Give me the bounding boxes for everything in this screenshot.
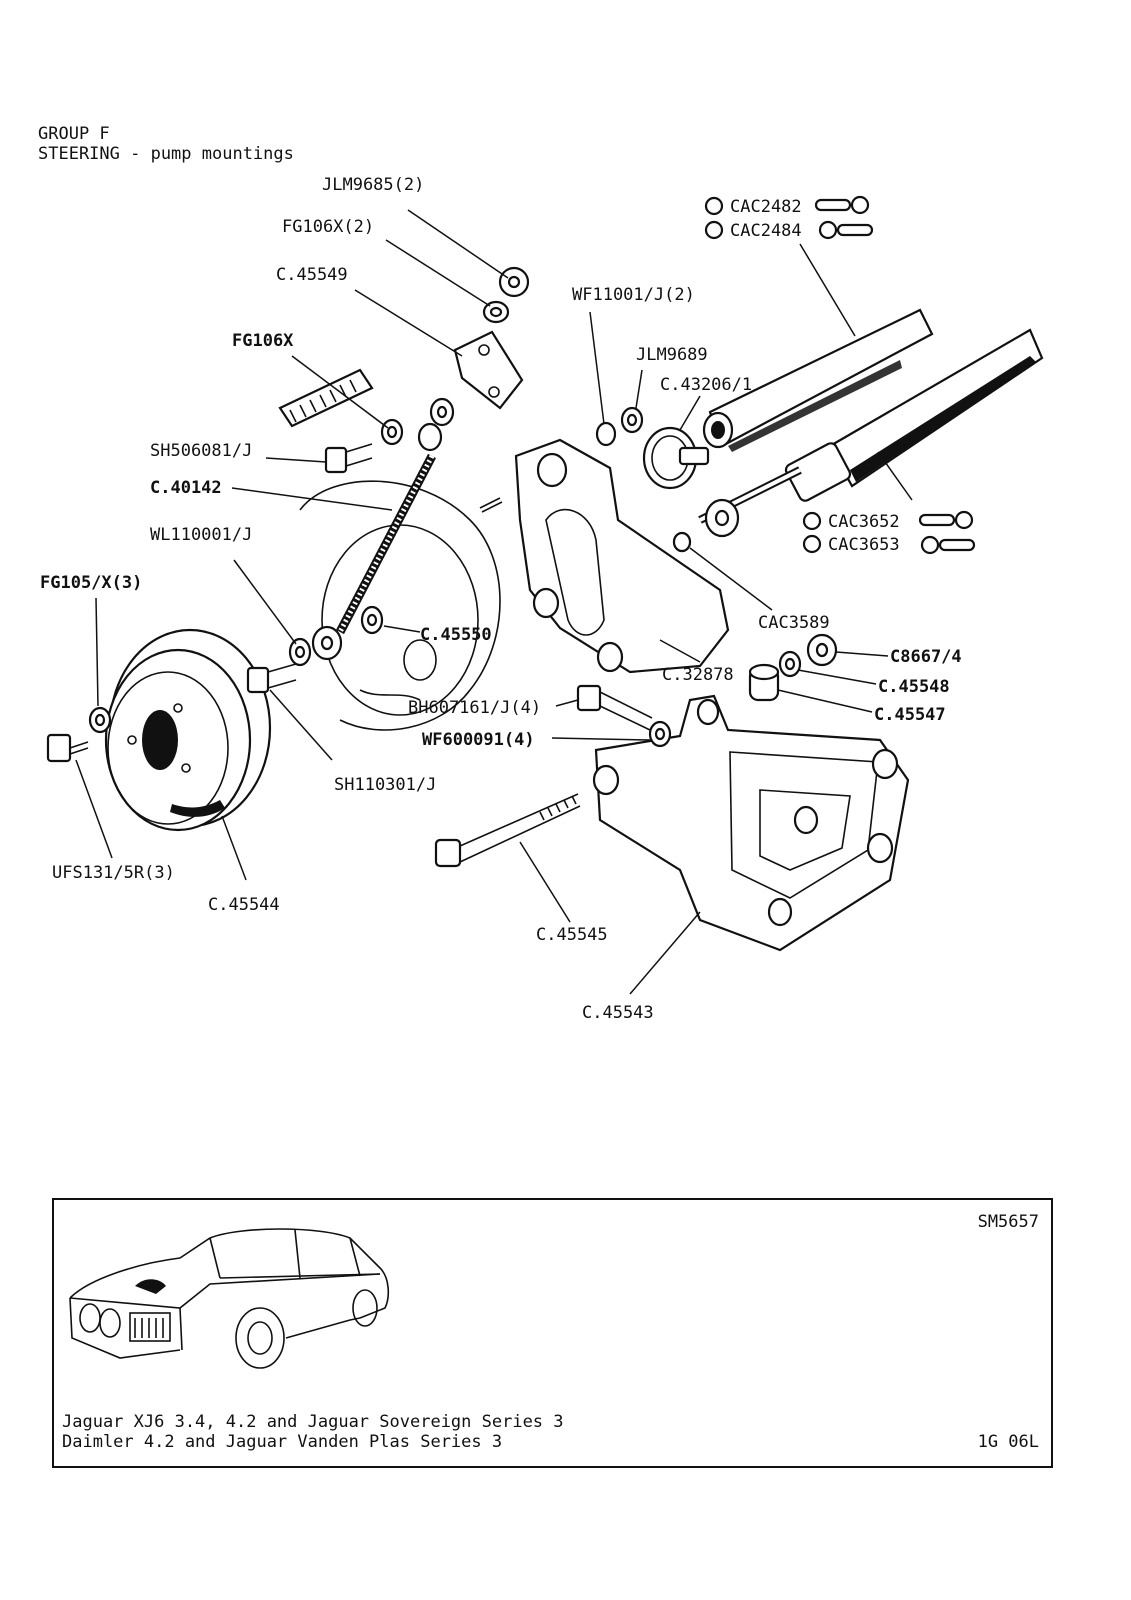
spacer-washer: [778, 650, 802, 678]
label-c40142: C.40142: [150, 478, 222, 498]
label-fg106x: FG106X: [232, 331, 294, 351]
label-c45547: C.45547: [874, 705, 946, 725]
return-hose: [702, 308, 934, 452]
model-line-2: Daimler 4.2 and Jaguar Vanden Plas Serie…: [62, 1432, 503, 1452]
belt-fragment: [278, 368, 374, 428]
leader-lines: [75, 209, 913, 995]
clip-icon: [704, 196, 724, 216]
label-fg105x: FG105/X(3): [40, 573, 142, 593]
pulley-washer: [88, 706, 112, 734]
car-illustration: [69, 1228, 390, 1369]
label-bh607161: BH607161/J(4): [408, 698, 541, 718]
label-jlm9689: JLM9689: [636, 345, 708, 365]
label-sh506081: SH506081/J: [150, 441, 252, 461]
label-wf11001: WF11001/J(2): [572, 285, 695, 305]
hose-end-symbols: [704, 195, 976, 555]
clip-icon: [802, 534, 822, 554]
label-c45550: C.45550: [420, 625, 492, 645]
hose-clip: [642, 426, 710, 490]
rod-nut-washer: [380, 397, 455, 452]
model-line-1: Jaguar XJ6 3.4, 4.2 and Jaguar Sovereign…: [62, 1412, 564, 1432]
label-jlm9685: JLM9685(2): [322, 175, 424, 195]
label-wf600091: WF600091(4): [422, 730, 535, 750]
diagram-reference: SM5657: [977, 1212, 1039, 1232]
pressure-hose: [672, 328, 1044, 553]
adjuster-block: [453, 330, 524, 410]
o-ring: [672, 531, 692, 553]
label-c8667: C8667/4: [890, 647, 962, 667]
label-cac2484: CAC2484: [730, 221, 802, 241]
adjuster-bolt: [324, 443, 373, 474]
model-info-box: SM5657 Jaguar XJ6 3.4, 4.2 and Jaguar So…: [52, 1198, 1053, 1468]
pivot-bolt: [246, 663, 297, 694]
page-title: STEERING - pump mountings: [38, 144, 294, 164]
label-c45548: C.45548: [878, 677, 950, 697]
pulley: [104, 628, 272, 832]
clip-icon: [802, 511, 822, 531]
pulley-bolt: [46, 733, 89, 763]
label-sh110301: SH110301/J: [334, 775, 436, 795]
label-fg106x-2: FG106X(2): [282, 217, 374, 237]
adjuster-rod: [311, 453, 436, 661]
label-c32878: C.32878: [662, 665, 734, 685]
bracket-bolt: [576, 684, 653, 731]
label-c45545: C.45545: [536, 925, 608, 945]
block-nut-washer: [482, 266, 530, 324]
group-label: GROUP F: [38, 124, 110, 144]
page-reference: 1G 06L: [977, 1432, 1039, 1452]
spacer-nut: [806, 633, 838, 667]
label-wl110001: WL110001/J: [150, 525, 252, 545]
pivot-washers: [288, 605, 384, 667]
label-c45543: C.45543: [582, 1003, 654, 1023]
long-bolt: [434, 793, 581, 868]
clip-icon: [704, 220, 724, 240]
spacer: [748, 663, 780, 702]
label-c45544: C.45544: [208, 895, 280, 915]
bracket-washer: [648, 720, 672, 748]
label-c43206: C.43206/1: [660, 375, 752, 395]
hose-washers: [595, 406, 644, 447]
label-cac3653: CAC3653: [828, 535, 900, 555]
label-c45549: C.45549: [276, 265, 348, 285]
exploded-parts-diagram: JLM9685(2) FG106X(2) C.45549 FG106X SH50…: [40, 175, 1044, 1023]
label-cac3652: CAC3652: [828, 512, 900, 532]
label-cac2482: CAC2482: [730, 197, 802, 217]
pump-bracket: [514, 438, 730, 674]
label-cac3589: CAC3589: [758, 613, 830, 633]
label-ufs131: UFS131/5R(3): [52, 863, 175, 883]
mounting-bracket: [592, 694, 910, 952]
